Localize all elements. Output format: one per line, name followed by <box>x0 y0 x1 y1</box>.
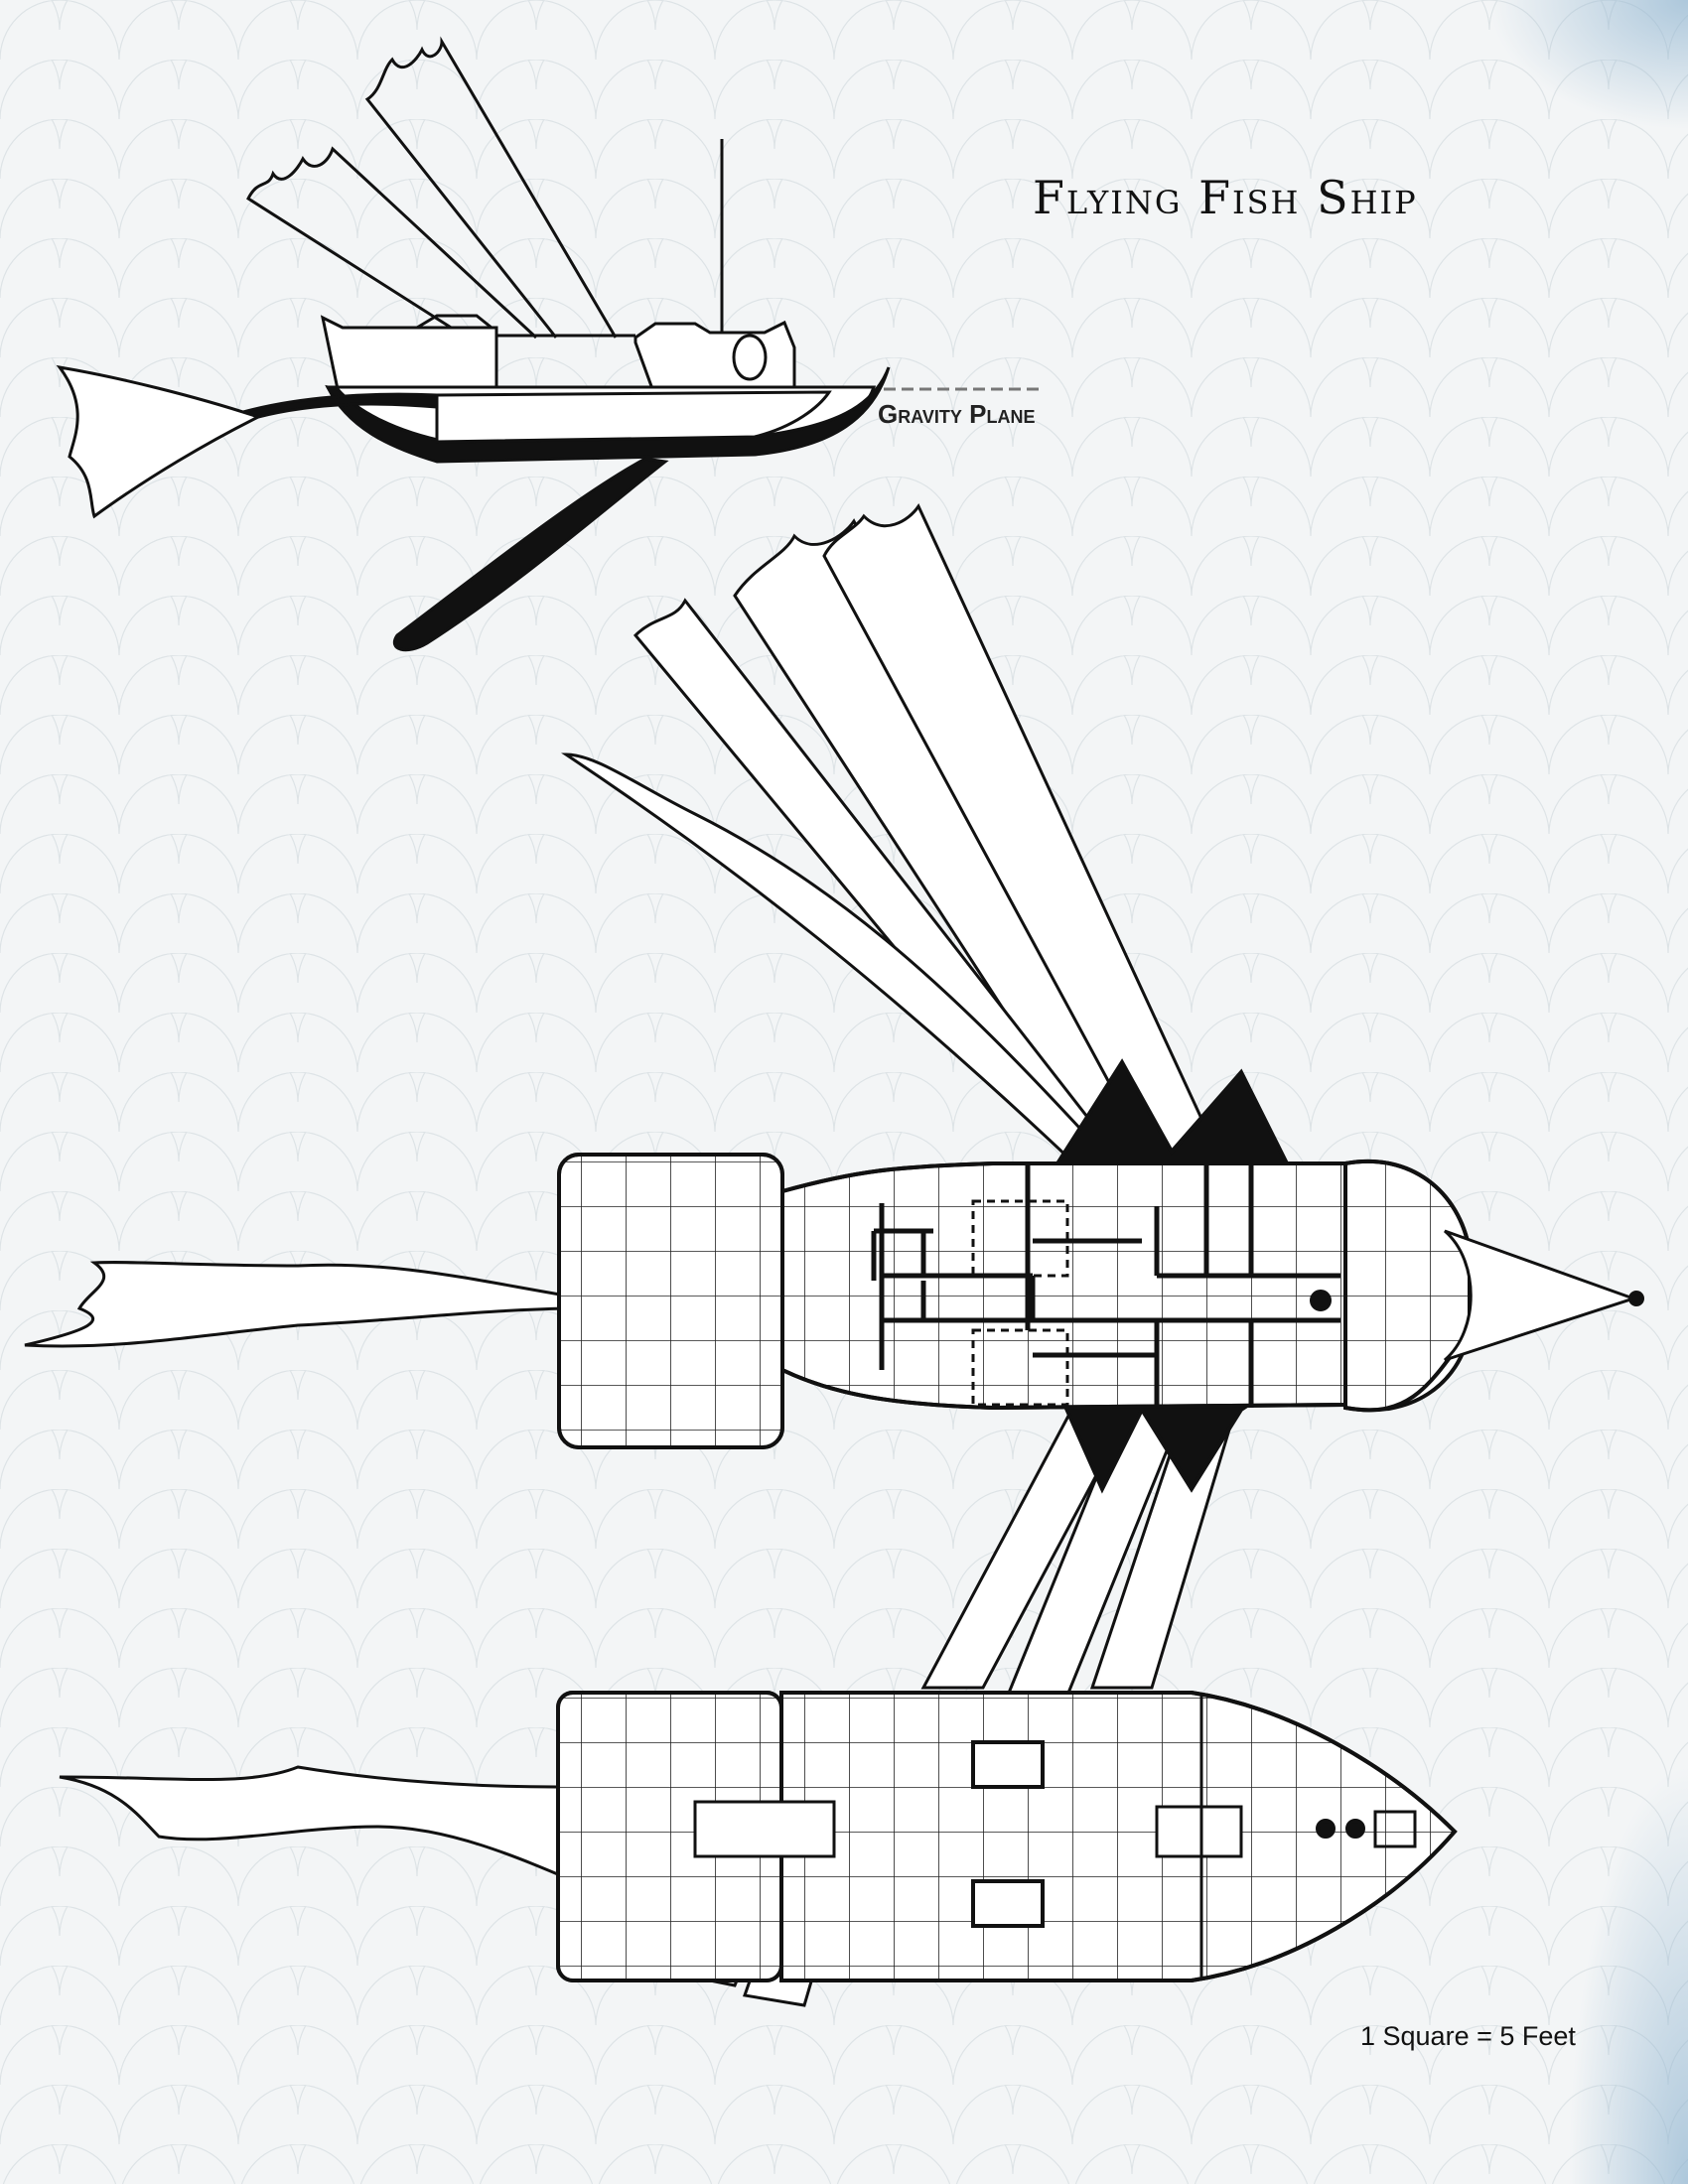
deck-center-board <box>693 1800 836 1858</box>
frost-bottom-right <box>1489 1489 1688 2184</box>
upper-deck-plan <box>59 1691 1458 2007</box>
side-inner-hull <box>435 390 832 444</box>
side-view <box>56 36 1043 652</box>
bow-tip <box>1628 1291 1644 1306</box>
upper-fin-3 <box>633 598 1126 1163</box>
deck-hull-grid <box>779 1691 1458 1982</box>
side-porthole <box>732 334 768 381</box>
upper-tail <box>24 1261 568 1348</box>
scale-label: 1 Square = 5 Feet <box>1360 2021 1576 2051</box>
deck-cargo <box>1155 1805 1243 1858</box>
side-cabin-mid <box>416 314 492 330</box>
deck-mast-2 <box>1345 1819 1365 1839</box>
upper-fin-2 <box>822 502 1224 1163</box>
gravity-plane-label: Gravity Plane <box>878 399 1036 429</box>
side-fin-front <box>364 36 618 339</box>
side-cabin-aft <box>320 315 498 391</box>
deck-hatch-1 <box>971 1740 1045 1789</box>
frost-top-right <box>1291 0 1688 258</box>
hold-outline-1 <box>971 1199 1069 1278</box>
deck-hatch-2 <box>971 1879 1045 1928</box>
side-fin-back <box>246 146 538 340</box>
side-tail-fin <box>56 364 262 519</box>
deck-hatch <box>1310 1290 1332 1311</box>
upper-bow-point <box>1444 1229 1638 1362</box>
hold-outline-2 <box>971 1328 1069 1407</box>
side-ventral-fin <box>393 457 669 652</box>
deck-mast-1 <box>1316 1819 1336 1839</box>
lower-deck-plan <box>24 502 1644 1709</box>
interior-walls <box>871 1163 1340 1408</box>
map-title: Flying Fish Ship <box>1033 171 1418 224</box>
deck-helm <box>1373 1810 1417 1848</box>
upper-whisker <box>561 752 1095 1164</box>
upper-stern-grid <box>557 1153 784 1449</box>
